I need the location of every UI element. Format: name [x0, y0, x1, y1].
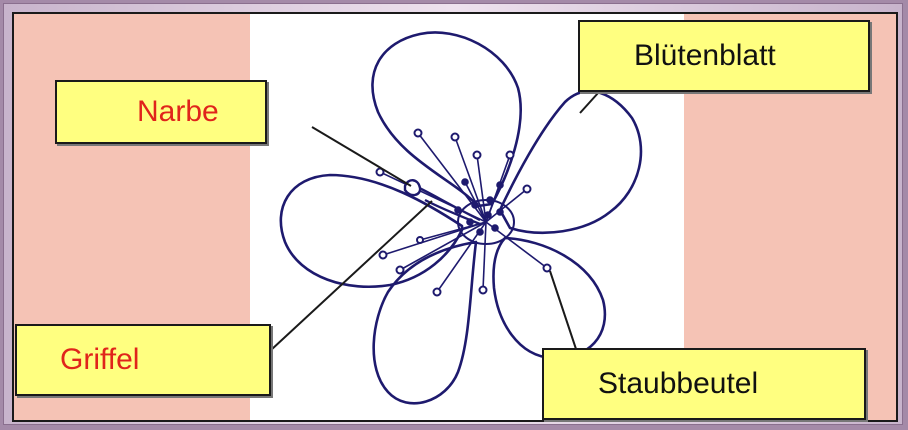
leader-griffel: [270, 200, 433, 351]
leader-staubbeutel: [549, 270, 577, 350]
petal-left: [279, 173, 464, 289]
label-staubbeutel-text: Staubbeutel: [598, 367, 759, 400]
label-narbe: Narbe: [55, 80, 267, 144]
flower-center: [457, 199, 515, 245]
label-bluetenblatt: Blütenblatt: [578, 20, 870, 92]
petal-lower-right: [492, 236, 607, 360]
petal-bottom: [372, 240, 478, 405]
label-griffel-text: Griffel: [60, 343, 140, 376]
stamens: [375, 128, 552, 297]
petal-top: [371, 31, 522, 208]
label-narbe-text: Narbe: [137, 95, 219, 128]
leader-narbe: [311, 126, 412, 187]
petal-right: [498, 90, 643, 234]
label-griffel: Griffel: [15, 324, 271, 396]
label-bluetenblatt-text: Blütenblatt: [634, 39, 776, 72]
label-staubbeutel: Staubbeutel: [542, 348, 866, 420]
